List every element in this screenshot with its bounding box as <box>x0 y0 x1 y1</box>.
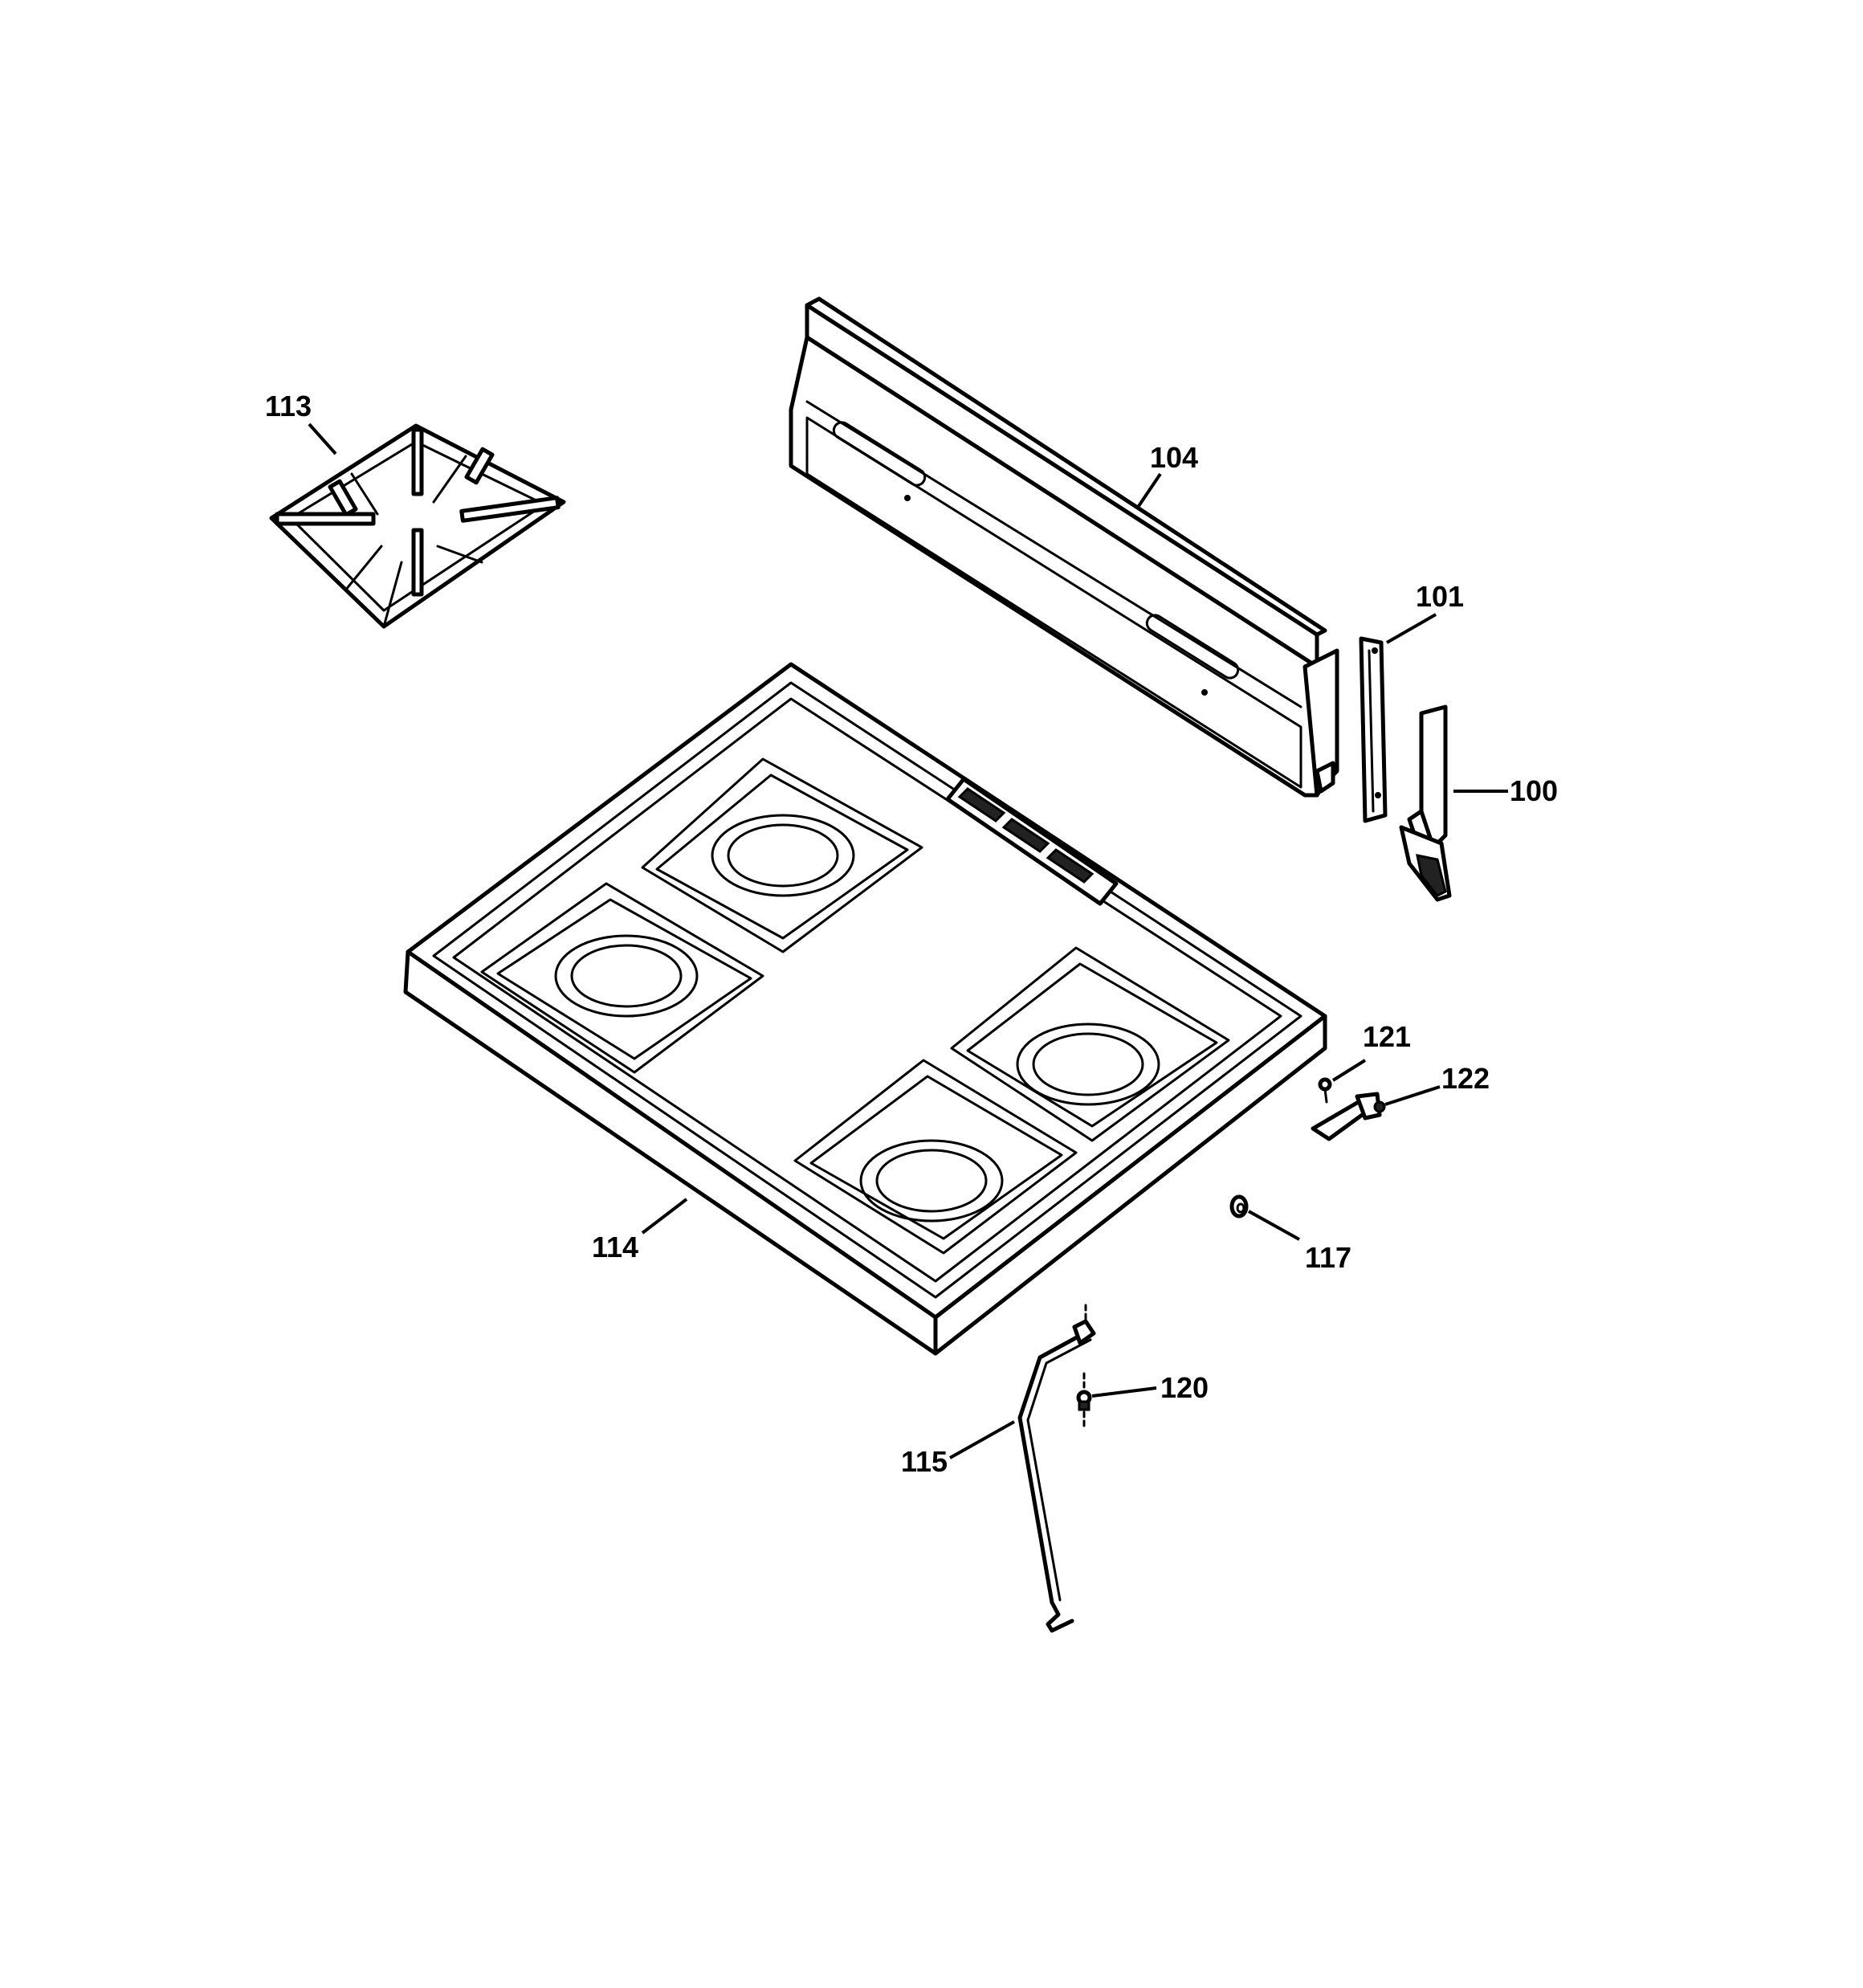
callout-114: 114 <box>592 1231 638 1263</box>
leader-101 <box>1386 613 1437 644</box>
leader-121 <box>1331 1059 1367 1082</box>
end-cap-bracket-part <box>1359 636 1388 823</box>
screw-part <box>1318 1077 1332 1104</box>
leader-113 <box>308 423 337 455</box>
callout-104: 104 <box>1150 441 1198 474</box>
backsplash-part <box>789 296 1339 798</box>
leader-122 <box>1384 1085 1441 1106</box>
callout-100: 100 <box>1510 774 1558 807</box>
hinge-clip-part <box>1311 1092 1386 1141</box>
end-cap-part <box>1399 704 1452 902</box>
callout-121: 121 <box>1363 1020 1411 1053</box>
leader-115 <box>949 1420 1015 1459</box>
callout-122: 122 <box>1441 1062 1490 1095</box>
leader-114 <box>641 1198 688 1235</box>
callout-115: 115 <box>901 1445 948 1478</box>
callout-101: 101 <box>1416 580 1464 613</box>
callout-117: 117 <box>1305 1241 1351 1274</box>
fastener-part <box>1076 1372 1092 1431</box>
leader-104 <box>1137 472 1162 508</box>
grate-part <box>269 423 566 629</box>
leader-117 <box>1248 1210 1300 1241</box>
callout-120: 120 <box>1160 1371 1209 1404</box>
callout-113: 113 <box>265 390 312 423</box>
leader-120 <box>1091 1386 1157 1398</box>
cooktop-part <box>403 662 1327 1356</box>
support-rod-part <box>1017 1304 1096 1633</box>
nut-part <box>1229 1194 1249 1219</box>
